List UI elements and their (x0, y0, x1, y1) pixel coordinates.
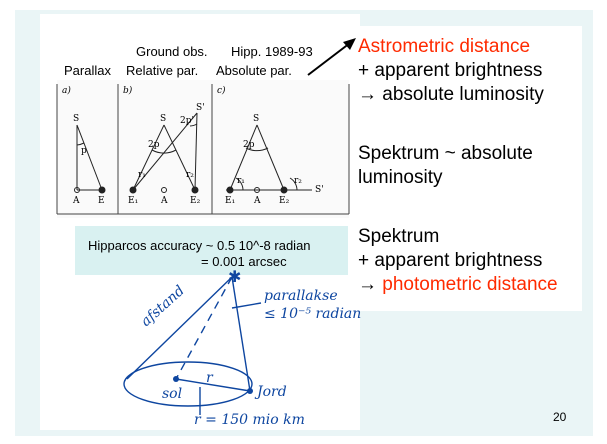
panel-c-star: S (253, 114, 260, 124)
header-hipp: Hipp. 1989-93 (231, 44, 313, 59)
header-absolute-par: Absolute par. (216, 63, 292, 78)
panel-a-label: a) (62, 86, 71, 96)
sketch-r: r (206, 370, 213, 386)
header-relative-par: Relative par. (126, 63, 199, 78)
sun-dot (173, 376, 179, 382)
absolute-luminosity: → absolute luminosity (358, 84, 544, 105)
panel-a-star: S (73, 114, 80, 124)
panel-b-r1: r₁ (138, 170, 146, 180)
panel-c-label: c) (217, 86, 226, 96)
spektrum: Spektrum (358, 226, 440, 247)
panel-a-angle: p (81, 146, 87, 156)
panel-c-angle: 2p (243, 140, 255, 150)
panel-a-point-a: A (73, 196, 80, 206)
luminosity: luminosity (358, 167, 443, 188)
sketch-radius: r = 150 mio km (194, 412, 305, 428)
accuracy-line-1: Hipparcos accuracy ~ 0.5 10^-8 radian (88, 238, 311, 253)
panel-b-label: b) (123, 86, 133, 96)
apparent-brightness-2: + apparent brightness (358, 250, 543, 271)
panel-b-angle2: 2p' (180, 116, 194, 126)
panel-b-e2: E₂ (190, 196, 201, 206)
sketch-sol: sol (162, 386, 183, 402)
panel-b-star: S (160, 114, 167, 124)
parallax-diagram-b (129, 112, 199, 194)
panel-b-star2: S' (196, 103, 205, 113)
sketch-limit: ≤ 10⁻⁵ radian (264, 306, 362, 322)
panel-c-star2: S' (315, 185, 324, 195)
header-ground-obs: Ground obs. (136, 44, 208, 59)
arrow-glyph: → (358, 274, 377, 295)
panel-b-angle: 2p (148, 140, 160, 150)
parallax-pointer (231, 302, 262, 309)
parallax-diagram-a (74, 124, 106, 194)
sketch-jord: Jord (257, 384, 287, 400)
panel-b-a: A (161, 196, 168, 206)
panel-b-r2: r₂ (186, 170, 194, 180)
header-parallax: Parallax (64, 63, 111, 78)
apparent-brightness-1: + apparent brightness (358, 60, 543, 81)
parallax-diagram-c (226, 124, 312, 194)
text-card (352, 26, 582, 311)
parallax-sketch (123, 276, 262, 415)
photometric-distance: photometric distance (382, 274, 558, 295)
panel-c-r1: r₁ (237, 176, 245, 186)
pointer-arrow (307, 38, 356, 76)
spektrum-absolute: Spektrum ~ absolute (358, 143, 533, 164)
panel-c-r2: r₂ (294, 176, 302, 186)
diagram-frame (57, 80, 349, 218)
photometric-line: → photometric distance (358, 274, 558, 296)
page-number: 20 (553, 410, 567, 424)
earth-orbit (123, 361, 253, 407)
accuracy-line-2: = 0.001 arcsec (201, 254, 287, 269)
accuracy-box (75, 226, 348, 275)
cone-line-left (126, 276, 233, 380)
panel-c-a: A (254, 196, 261, 206)
star-icon: ✱ (228, 267, 241, 286)
panel-c-e2: E₂ (279, 196, 290, 206)
panel-a-point-e: E (98, 196, 105, 206)
cone-line-center (175, 276, 233, 380)
cone-line-right (231, 276, 251, 392)
sketch-parallakse: parallakse (264, 288, 338, 304)
earth-dot (247, 388, 253, 394)
panel-b-e1: E₁ (128, 196, 139, 206)
panel-c-e1: E₁ (225, 196, 236, 206)
astrometric-distance: Astrometric distance (358, 36, 531, 57)
sun-earth-line (175, 378, 251, 392)
